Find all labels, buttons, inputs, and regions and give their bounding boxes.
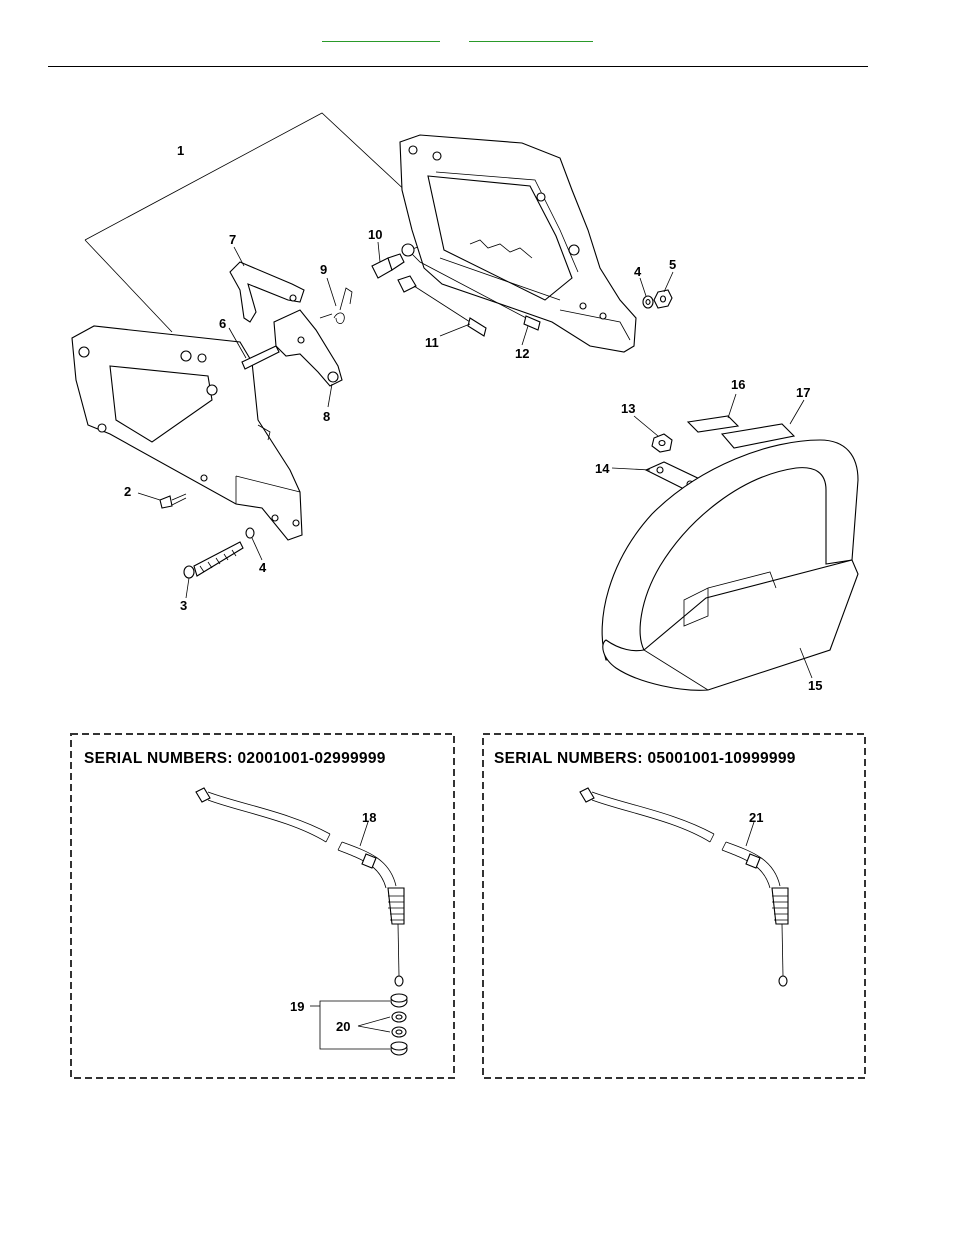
callout-4-left: 4 <box>259 560 267 575</box>
right-handle-half <box>399 134 637 353</box>
leader-lines <box>137 241 813 679</box>
part-4-washer-right <box>642 295 654 309</box>
callout-19: 19 <box>290 999 304 1014</box>
part-16-label <box>686 415 740 433</box>
callout-5: 5 <box>669 257 676 272</box>
part-4-washer-left <box>245 527 255 539</box>
part-8-trigger <box>273 309 343 387</box>
callout-16: 16 <box>731 377 745 392</box>
part-7-lever <box>229 261 305 323</box>
callout-8: 8 <box>323 409 330 424</box>
inset-left-title: SERIAL NUMBERS: 02001001-02999999 <box>84 750 386 767</box>
callout-11: 11 <box>425 335 439 350</box>
callout-2: 2 <box>124 484 131 499</box>
inset-left-box: SERIAL NUMBERS: 02001001-02999999 18 19 … <box>70 733 455 1079</box>
callout-9: 9 <box>320 262 327 277</box>
left-handle-half <box>71 325 303 541</box>
part-5-nut <box>653 289 673 309</box>
callout-17: 17 <box>796 385 810 400</box>
callout-10: 10 <box>368 227 382 242</box>
part-10-plug <box>371 253 405 279</box>
callout-6: 6 <box>219 316 226 331</box>
callout-14: 14 <box>595 461 610 476</box>
part-12-rod <box>401 243 541 331</box>
part-15-front-handle <box>601 439 859 691</box>
header-divider <box>48 66 868 67</box>
part-13-nut <box>651 433 673 453</box>
callout-3: 3 <box>180 598 187 613</box>
inset-right-title: SERIAL NUMBERS: 05001001-10999999 <box>494 750 796 767</box>
callout-12: 12 <box>515 346 529 361</box>
prev-page-link[interactable] <box>322 27 440 42</box>
callout-4-right: 4 <box>634 264 642 279</box>
callout-18: 18 <box>362 810 376 825</box>
part-3-screw <box>183 541 244 579</box>
part-6-pin <box>241 345 280 370</box>
part-17-label <box>720 423 796 449</box>
next-page-link[interactable] <box>469 27 593 42</box>
callout-1: 1 <box>177 143 184 158</box>
part-11-cable <box>397 275 487 337</box>
callout-7: 7 <box>229 232 236 247</box>
callout-20: 20 <box>336 1019 350 1034</box>
part-9-spring <box>319 287 353 324</box>
inset-right-box: SERIAL NUMBERS: 05001001-10999999 21 <box>482 733 866 1079</box>
callout-21: 21 <box>749 810 763 825</box>
part-2-screw <box>159 493 187 509</box>
callout-15: 15 <box>808 678 822 693</box>
callout-13: 13 <box>621 401 635 416</box>
callout-labels: 1 7 6 9 8 10 11 12 4 5 2 3 4 13 14 16 17… <box>124 143 822 693</box>
